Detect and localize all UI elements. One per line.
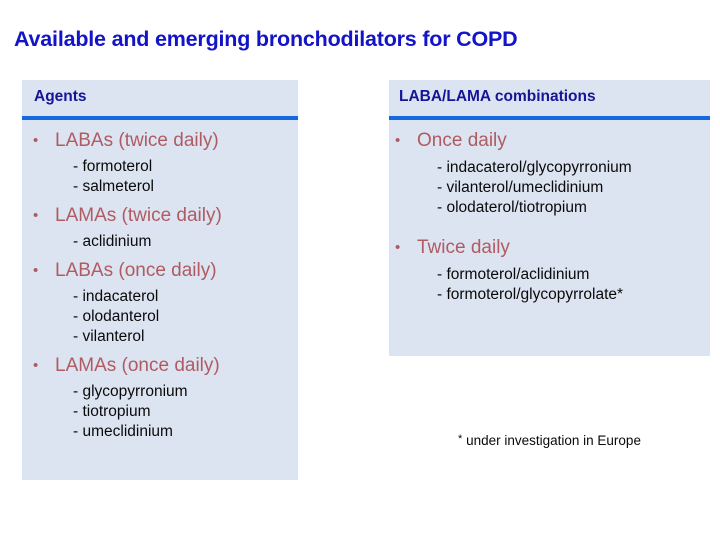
- bullet-dot-icon: •: [33, 132, 39, 149]
- sub-item: - vilanterol/umeclidinium: [437, 179, 604, 197]
- bullet-item: • LABAs (once daily): [22, 258, 298, 284]
- sub-item: - tiotropium: [73, 403, 151, 421]
- sub-item: - olodanterol: [73, 308, 160, 326]
- column-header-agents: Agents: [34, 88, 87, 105]
- sub-item: - formoterol/aclidinium: [437, 266, 590, 284]
- bullet-dot-icon: •: [395, 239, 401, 257]
- sub-item: - formoterol: [73, 158, 153, 176]
- bullet-dot-icon: •: [33, 357, 39, 375]
- agents-panel: Agents • LABAs (twice daily) - formoterol…: [22, 80, 298, 480]
- footnote-marker: *: [458, 433, 463, 445]
- sub-item: - formoterol/glycopyrrolate*: [437, 286, 624, 304]
- sub-item: - indacaterol/glycopyrronium: [437, 159, 632, 177]
- bullet-item: • LAMAs (once daily): [22, 353, 298, 379]
- list-group: • LABAs (once daily) - indacaterol - olod…: [22, 258, 298, 347]
- bullet-dot-icon: •: [395, 132, 401, 149]
- footnote-text: under investigation in Europe: [462, 433, 641, 448]
- combinations-list: • Once daily - indacaterol/glycopyrronium…: [389, 128, 710, 322]
- footnote: * under investigation in Europe: [389, 433, 710, 448]
- header-underline-left: [22, 116, 298, 120]
- header-underline-right: [389, 116, 710, 120]
- list-group: • Once daily - indacaterol/glycopyrronium…: [389, 128, 710, 218]
- list-group: • LAMAs (once daily) - glycopyrronium - t…: [22, 353, 298, 442]
- bullet-item: • LAMAs (twice daily): [22, 203, 298, 229]
- sub-item: - salmeterol: [73, 178, 154, 196]
- bullet-label: LABAs (once daily): [55, 260, 217, 282]
- bullet-label: Twice daily: [417, 237, 510, 259]
- sub-item: - umeclidinium: [73, 423, 173, 441]
- list-group: • LAMAs (twice daily) - aclidinium: [22, 203, 298, 252]
- combinations-panel: LABA/LAMA combinations • Once daily - ind…: [389, 80, 710, 356]
- agents-list: • LABAs (twice daily) - formoterol - salm…: [22, 128, 298, 448]
- bullet-dot-icon: •: [33, 207, 39, 225]
- sub-item: - olodaterol/tiotropium: [437, 199, 587, 217]
- sub-item: - aclidinium: [73, 233, 152, 251]
- bullet-item: • Once daily: [389, 128, 710, 154]
- sub-item: - glycopyrronium: [73, 383, 188, 401]
- bullet-label: LABAs (twice daily): [55, 130, 219, 152]
- bullet-item: • Twice daily: [389, 235, 710, 261]
- page-title: Available and emerging bronchodilators f…: [14, 27, 518, 51]
- sub-item: - vilanterol: [73, 328, 145, 346]
- bullet-label: LAMAs (twice daily): [55, 205, 222, 227]
- column-header-combinations: LABA/LAMA combinations: [399, 88, 596, 105]
- list-group: • LABAs (twice daily) - formoterol - salm…: [22, 128, 298, 197]
- sub-item: - indacaterol: [73, 288, 159, 306]
- list-group: • Twice daily - formoterol/aclidinium - f…: [389, 235, 710, 305]
- bullet-label: Once daily: [417, 130, 507, 152]
- bullet-label: LAMAs (once daily): [55, 355, 220, 377]
- bullet-dot-icon: •: [33, 262, 39, 280]
- bullet-item: • LABAs (twice daily): [22, 128, 298, 154]
